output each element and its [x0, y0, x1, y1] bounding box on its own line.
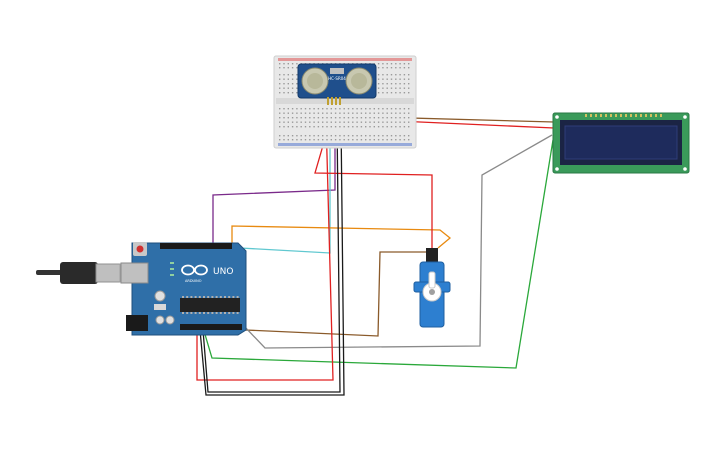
- atmega-chip: [180, 298, 240, 312]
- lcd-screen: [564, 125, 678, 160]
- wire-orange[interactable]: [231, 225, 452, 249]
- wire-black-gnd2[interactable]: [202, 119, 341, 393]
- wire-purple[interactable]: [212, 120, 336, 246]
- sensor-model-label: HC-SR04: [328, 76, 346, 81]
- servo-motor[interactable]: [413, 248, 451, 328]
- arduino-uno[interactable]: UNO ARDUINO: [120, 242, 247, 336]
- arduino-brand-sub: ARDUINO: [185, 279, 202, 283]
- usb-cable[interactable]: [36, 262, 135, 284]
- wire-brown-servo[interactable]: [244, 251, 428, 337]
- wire-red-power[interactable]: [196, 117, 334, 381]
- ultrasonic-sensor[interactable]: HC-SR04: [297, 63, 377, 105]
- arduino-infinity-icon: [181, 264, 208, 276]
- wire-black-gnd[interactable]: [199, 119, 345, 396]
- arduino-brand-label: UNO: [213, 267, 233, 277]
- power-jack: [126, 315, 148, 331]
- wire-gray-lcd[interactable]: [243, 134, 553, 349]
- lcd-display[interactable]: [552, 112, 690, 174]
- usb-port: [120, 262, 149, 284]
